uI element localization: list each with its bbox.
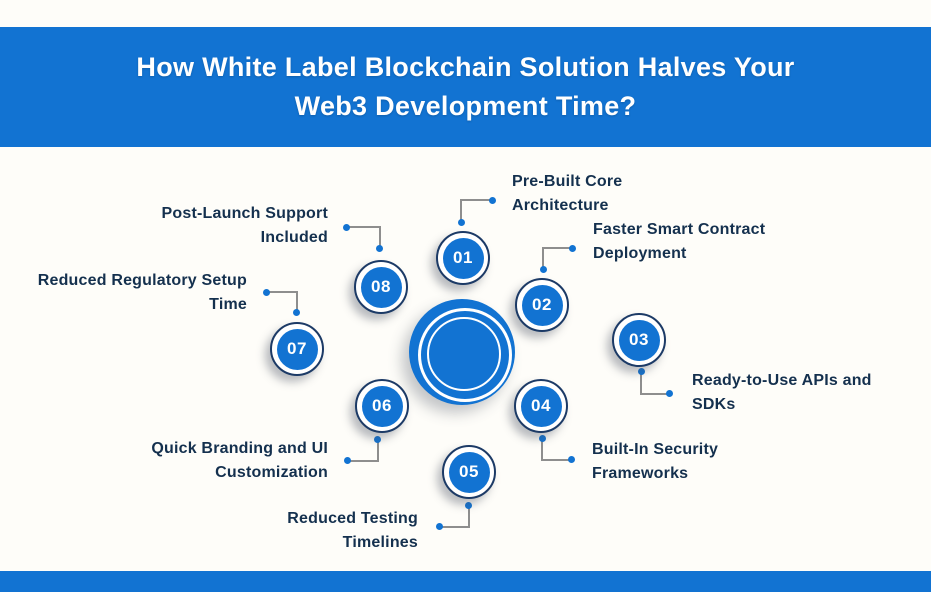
connector-step-01 [458, 197, 496, 226]
step-label-line: Faster Smart Contract [593, 221, 766, 238]
connector-dot [436, 523, 443, 530]
step-label-line: Ready-to-Use APIs and [692, 372, 872, 389]
connector-step-08 [343, 224, 383, 252]
connector-step-03 [638, 368, 673, 397]
step-number-06: 06 [361, 385, 403, 427]
step-label-06: Quick Branding and UI Customization [151, 437, 328, 485]
step-label-line: Timelines [342, 534, 418, 551]
step-label-line: Customization [215, 464, 328, 481]
connector-dot [293, 309, 300, 316]
step-badge-05: 05 [442, 445, 496, 499]
step-label-line: Post-Launch Support [161, 205, 328, 222]
central-circle-inner-ring [427, 317, 501, 391]
step-badge-07: 07 [270, 322, 324, 376]
connector-step-07 [263, 289, 300, 316]
step-label-line: Frameworks [592, 465, 689, 482]
connector-step-05 [436, 502, 472, 530]
connector-dot [344, 457, 351, 464]
step-label-04: Built-In Security Frameworks [592, 438, 718, 486]
connector-step-06 [344, 436, 381, 464]
step-label-line: Time [209, 296, 247, 313]
step-badge-08: 08 [354, 260, 408, 314]
connector-step-04 [539, 435, 575, 463]
connector-dot [638, 368, 645, 375]
connector-dot [569, 245, 576, 252]
connector-dot [374, 436, 381, 443]
step-label-line: Built-In Security [592, 441, 719, 458]
step-label-08: Post-Launch Support Included [162, 202, 328, 250]
connector-dot [568, 456, 575, 463]
step-label-line: Reduced Regulatory Setup [37, 272, 247, 289]
step-number-08: 08 [360, 266, 402, 308]
header-banner: How White Label Blockchain Solution Halv… [0, 27, 931, 147]
step-number-01: 01 [442, 237, 484, 279]
step-label-01: Pre-Built Core Architecture [512, 170, 622, 218]
step-label-03: Ready-to-Use APIs and SDKs [692, 369, 872, 417]
step-label-line: Pre-Built Core [512, 173, 623, 190]
step-number-03: 03 [618, 319, 660, 361]
connector-dot [343, 224, 350, 231]
step-badge-03: 03 [612, 313, 666, 367]
connector-dot [376, 245, 383, 252]
step-label-05: Reduced Testing Timelines [287, 507, 418, 555]
step-number-04: 04 [520, 385, 562, 427]
step-badge-04: 04 [514, 379, 568, 433]
step-label-line: Architecture [512, 197, 609, 214]
connector-dot [458, 219, 465, 226]
step-number-07: 07 [276, 328, 318, 370]
connector-dot [465, 502, 472, 509]
step-label-line: Deployment [593, 245, 687, 262]
step-number-02: 02 [521, 284, 563, 326]
step-badge-06: 06 [355, 379, 409, 433]
central-circle-outer-ring [418, 308, 512, 402]
connector-dot [540, 266, 547, 273]
footer-banner [0, 571, 931, 592]
step-label-07: Reduced Regulatory Setup Time [38, 269, 247, 317]
connector-dot [489, 197, 496, 204]
central-target-circle [409, 299, 515, 405]
step-badge-02: 02 [515, 278, 569, 332]
step-label-line: Included [260, 229, 328, 246]
connector-step-02 [540, 245, 576, 273]
connector-dot [263, 289, 270, 296]
step-label-02: Faster Smart Contract Deployment [593, 218, 765, 266]
connector-dot [666, 390, 673, 397]
step-badge-01: 01 [436, 231, 490, 285]
step-label-line: Reduced Testing [287, 510, 418, 527]
step-label-line: SDKs [692, 396, 736, 413]
step-label-line: Quick Branding and UI [151, 440, 328, 457]
step-number-05: 05 [448, 451, 490, 493]
page-title-line-2: Web3 Development Time? [294, 91, 637, 121]
page-title-line-1: How White Label Blockchain Solution Halv… [136, 52, 795, 82]
connector-dot [539, 435, 546, 442]
